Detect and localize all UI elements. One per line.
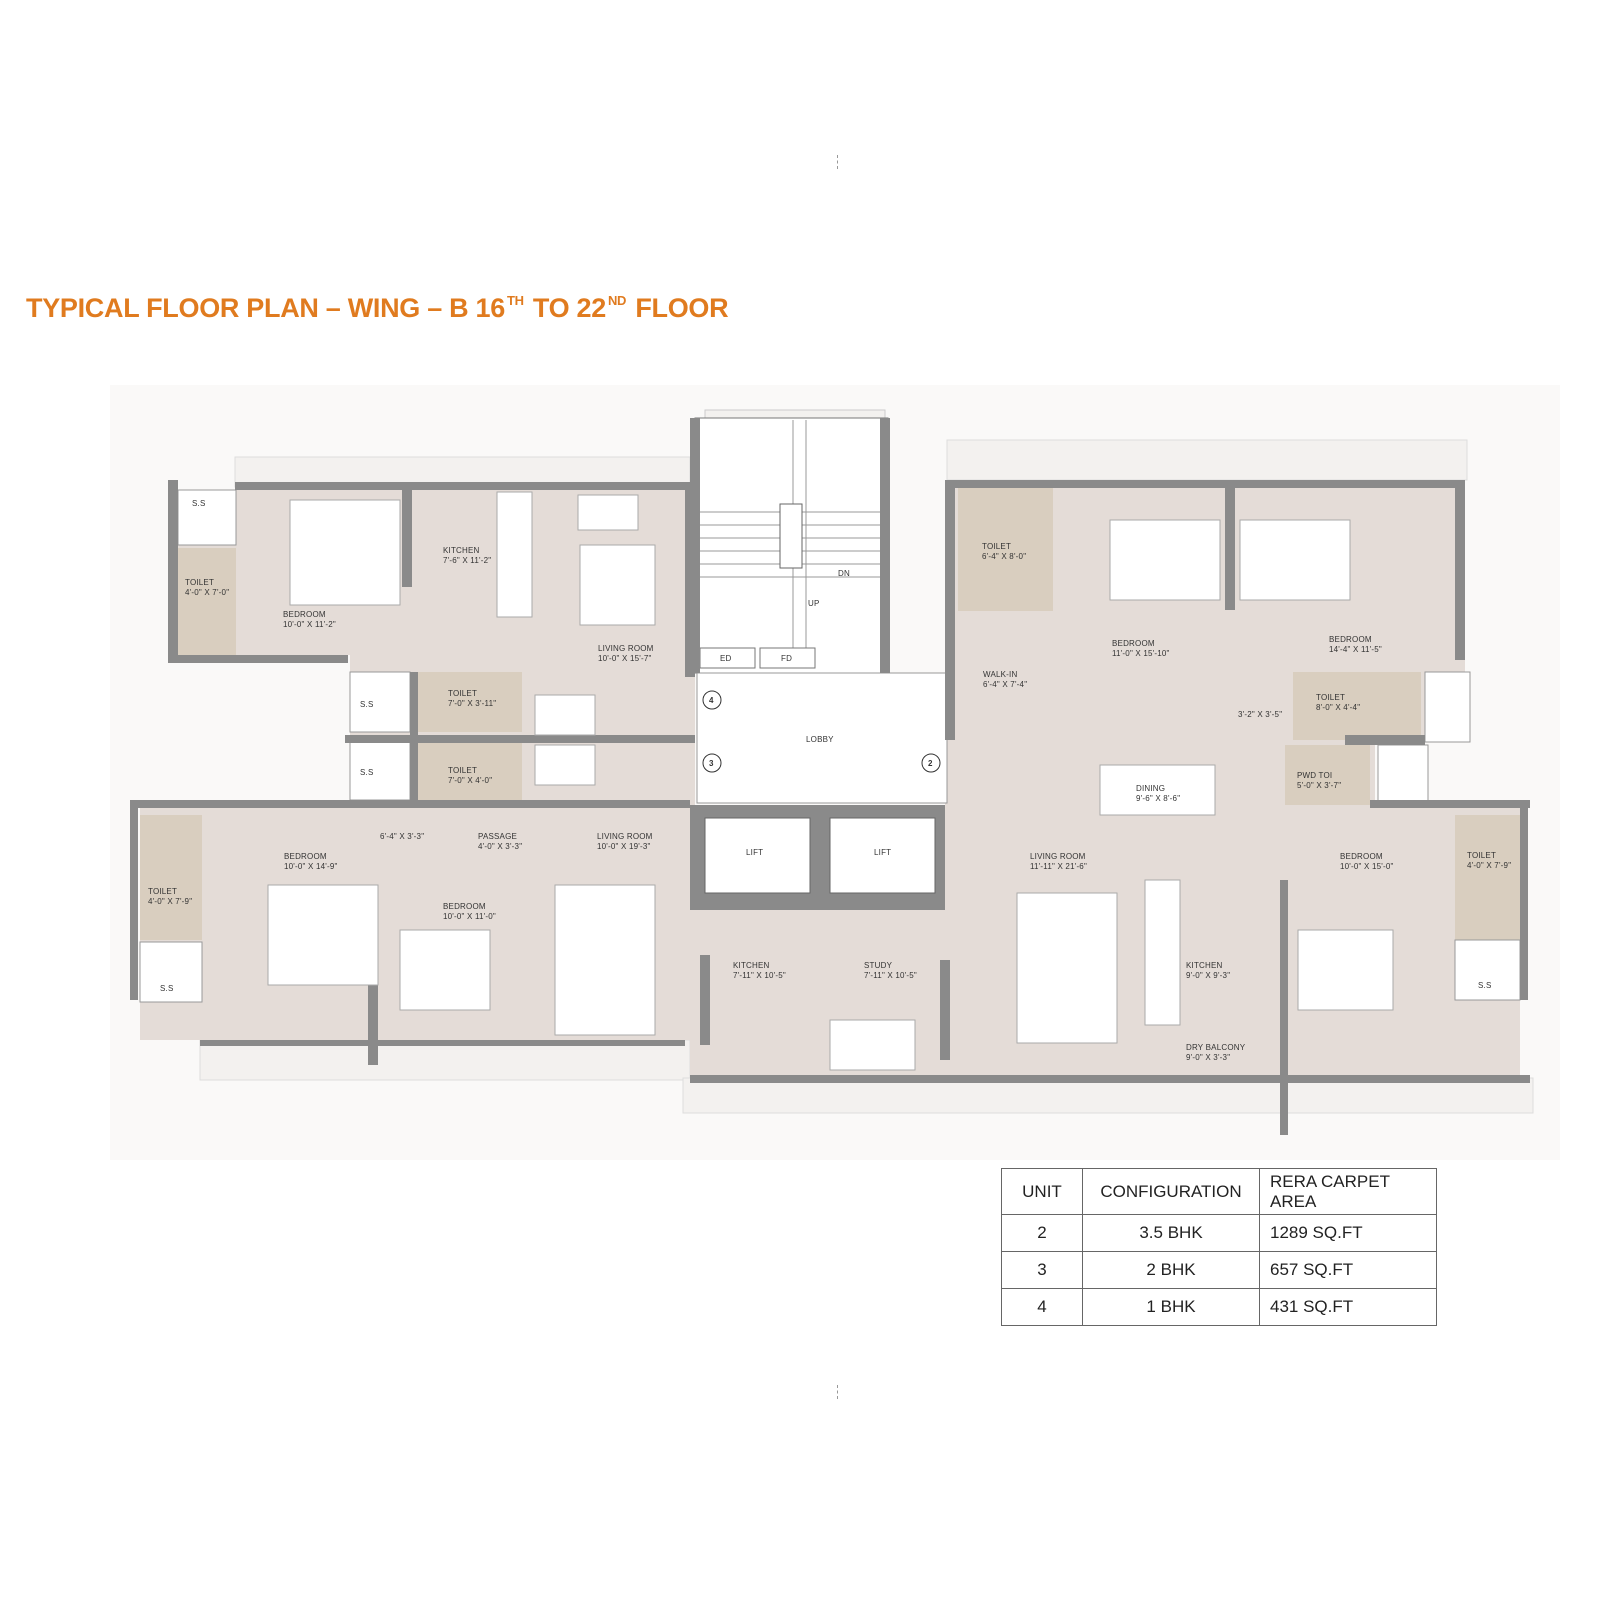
header-configuration: CONFIGURATION bbox=[1082, 1168, 1260, 1215]
u2-toilet1-size: 6'-4" X 8'-0" bbox=[982, 552, 1026, 561]
u2-dry-balcony-name: DRY BALCONY bbox=[1186, 1043, 1246, 1052]
u4-kitchen-size: 7'-6" X 11'-2" bbox=[443, 556, 491, 565]
u3-toilet-b-name: TOILET bbox=[148, 887, 177, 896]
u3-passage-size: 4'-0" X 3'-3" bbox=[478, 842, 522, 851]
u3-living-size: 10'-0" X 19'-3" bbox=[597, 842, 651, 851]
u4-ss-label: S.S bbox=[192, 499, 206, 508]
cell-unit: 2 bbox=[1001, 1214, 1083, 1252]
core bbox=[690, 417, 948, 910]
u2-study-size: 7'-11" X 10'-5" bbox=[864, 971, 917, 980]
cell-unit: 4 bbox=[1001, 1288, 1083, 1326]
stair-up-label: UP bbox=[808, 599, 820, 608]
cell-area: 431 SQ.FT bbox=[1259, 1288, 1437, 1326]
u3-bedroom2-size: 10'-0" X 11'-0" bbox=[443, 912, 496, 921]
u3-toilet-a-size: 7'-0" X 4'-0" bbox=[448, 776, 492, 785]
cell-config: 1 BHK bbox=[1082, 1288, 1260, 1326]
table-row: 4 1 BHK 431 SQ.FT bbox=[1001, 1288, 1437, 1326]
unit-marker-3: 3 bbox=[709, 759, 714, 768]
fd-label: FD bbox=[781, 654, 792, 663]
lift-2-label: LIFT bbox=[874, 848, 891, 857]
u2-toilet3-size: 4'-0" X 7'-9" bbox=[1467, 861, 1511, 870]
u2-bedroom3-size: 10'-0" X 15'-0" bbox=[1340, 862, 1394, 871]
ed-label: ED bbox=[720, 654, 732, 663]
table-row: 3 2 BHK 657 SQ.FT bbox=[1001, 1251, 1437, 1289]
lobby-label: LOBBY bbox=[806, 735, 834, 744]
u3-bedroom1-name: BEDROOM bbox=[284, 852, 327, 861]
u3-toilet-b-size: 4'-0" X 7'-9" bbox=[148, 897, 192, 906]
u2-pwd-size: 5'-0" X 3'-7" bbox=[1297, 781, 1341, 790]
u2-toilet1-name: TOILET bbox=[982, 542, 1011, 551]
u3-ss-b-label: S.S bbox=[160, 984, 174, 993]
u4-bedroom-name: BEDROOM bbox=[283, 610, 326, 619]
furniture bbox=[267, 491, 1394, 1071]
area-table-header: UNIT CONFIGURATION RERA CARPET AREA bbox=[1001, 1168, 1437, 1215]
u2-bedroom2-size: 14'-4" X 11'-5" bbox=[1329, 645, 1382, 654]
u2-walkin-size: 6'-4" X 7'-4" bbox=[983, 680, 1027, 689]
center-mark-bottom bbox=[837, 1385, 839, 1399]
u3-bedroom1-size: 10'-0" X 14'-9" bbox=[284, 862, 338, 871]
u2-passage-size: 3'-2" X 3'-5" bbox=[1238, 710, 1282, 719]
u2-bedroom1-size: 11'-0" X 15'-10" bbox=[1112, 649, 1170, 658]
u3-passage-name: PASSAGE bbox=[478, 832, 517, 841]
u2-bedroom1-name: BEDROOM bbox=[1112, 639, 1155, 648]
u4-kitchen-name: KITCHEN bbox=[443, 546, 480, 555]
u2-living-size: 11'-11" X 21'-6" bbox=[1030, 862, 1087, 871]
walls bbox=[130, 418, 1530, 1135]
u4-toilet2-size: 7'-0" X 3'-11" bbox=[448, 699, 496, 708]
u2-bedroom3-name: BEDROOM bbox=[1340, 852, 1383, 861]
u3-kitchen-name: KITCHEN bbox=[733, 961, 770, 970]
stair-down-label: DN bbox=[838, 569, 850, 578]
u2-kitchen-size: 9'-0" X 9'-3" bbox=[1186, 971, 1230, 980]
lift-1-label: LIFT bbox=[746, 848, 763, 857]
table-row: 2 3.5 BHK 1289 SQ.FT bbox=[1001, 1214, 1437, 1252]
u3-kitchen-size: 7'-11" X 10'-5" bbox=[733, 971, 786, 980]
u2-toilet2-size: 8'-0" X 4'-4" bbox=[1316, 703, 1360, 712]
center-mark-top bbox=[837, 155, 839, 169]
unit-marker-4: 4 bbox=[709, 696, 714, 705]
cell-config: 3.5 BHK bbox=[1082, 1214, 1260, 1252]
u3-ss-a-label: S.S bbox=[360, 768, 374, 777]
u2-dining-name: DINING bbox=[1136, 784, 1165, 793]
cell-area: 1289 SQ.FT bbox=[1259, 1214, 1437, 1252]
u2-living-name: LIVING ROOM bbox=[1030, 852, 1086, 861]
u2-pwd-name: PWD TOI bbox=[1297, 771, 1332, 780]
u3-dress-size: 6'-4" X 3'-3" bbox=[380, 832, 424, 841]
header-carpet-area: RERA CARPET AREA bbox=[1259, 1168, 1437, 1215]
u2-ss-label: S.S bbox=[1478, 981, 1492, 990]
cell-config: 2 BHK bbox=[1082, 1251, 1260, 1289]
u4-living-name: LIVING ROOM bbox=[598, 644, 654, 653]
u3-bedroom2-name: BEDROOM bbox=[443, 902, 486, 911]
u3-living-name: LIVING ROOM bbox=[597, 832, 653, 841]
u2-study-name: STUDY bbox=[864, 961, 893, 970]
header-unit: UNIT bbox=[1001, 1168, 1083, 1215]
u2-toilet3-name: TOILET bbox=[1467, 851, 1496, 860]
u4-toilet-size: 4'-0" X 7'-0" bbox=[185, 588, 229, 597]
u2-kitchen-name: KITCHEN bbox=[1186, 961, 1223, 970]
u2-walkin-name: WALK-IN bbox=[983, 670, 1017, 679]
u2-dry-balcony-size: 9'-0" X 3'-3" bbox=[1186, 1053, 1230, 1062]
cell-unit: 3 bbox=[1001, 1251, 1083, 1289]
u4-living-size: 10'-0" X 15'-7" bbox=[598, 654, 652, 663]
cell-area: 657 SQ.FT bbox=[1259, 1251, 1437, 1289]
u2-dining-size: 9'-6" X 8'-6" bbox=[1136, 794, 1180, 803]
u4-toilet2-name: TOILET bbox=[448, 689, 477, 698]
u4-toilet-name: TOILET bbox=[185, 578, 214, 587]
unit-marker-2: 2 bbox=[928, 759, 933, 768]
u2-toilet2-name: TOILET bbox=[1316, 693, 1345, 702]
area-table: UNIT CONFIGURATION RERA CARPET AREA 2 3.… bbox=[1001, 1168, 1437, 1326]
u4-bedroom-size: 10'-0" X 11'-2" bbox=[283, 620, 336, 629]
u4-ss2-label: S.S bbox=[360, 700, 374, 709]
u3-toilet-a-name: TOILET bbox=[448, 766, 477, 775]
u2-bedroom2-name: BEDROOM bbox=[1329, 635, 1372, 644]
